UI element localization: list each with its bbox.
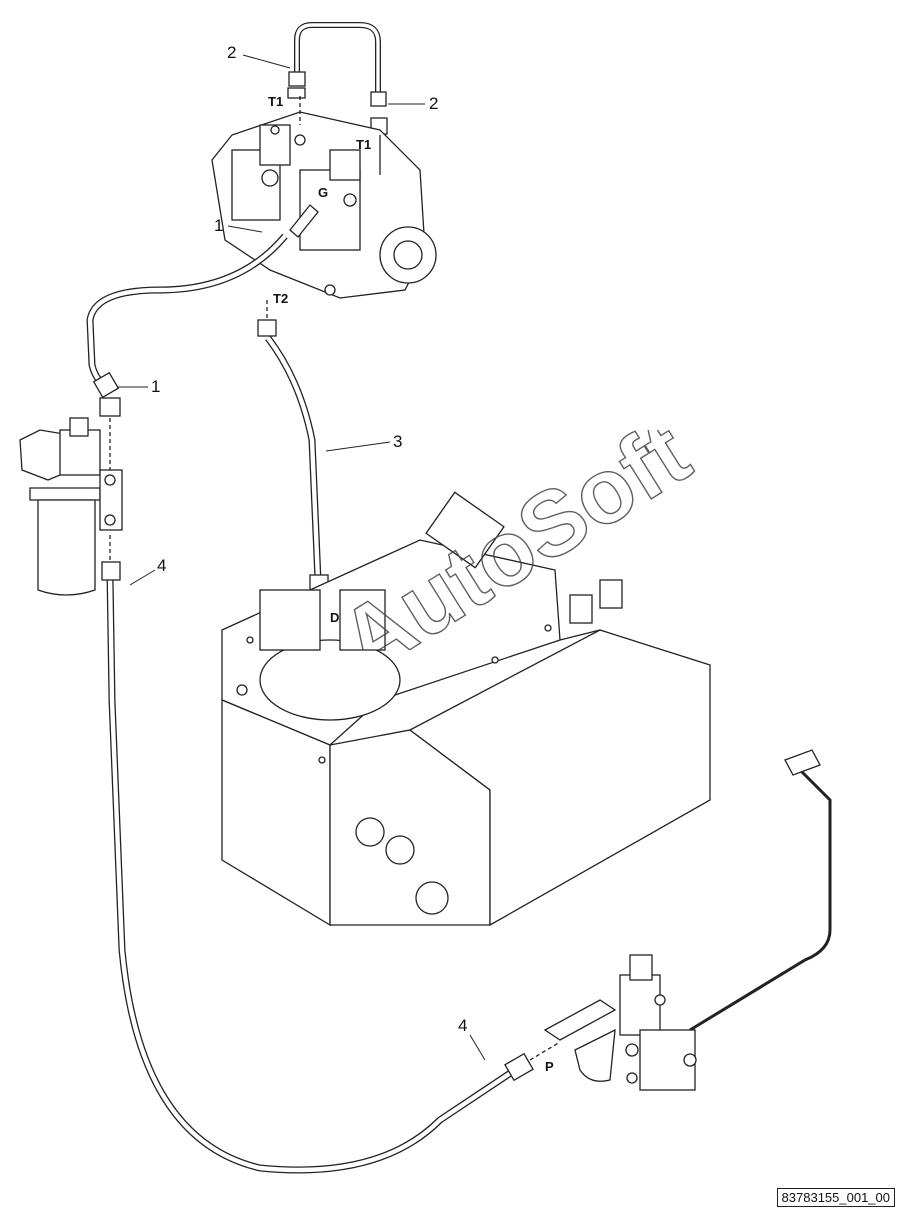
port-d: D xyxy=(330,610,340,625)
hydraulic-tank xyxy=(221,491,711,927)
callout-1-pump: 1 xyxy=(214,216,224,235)
callout-4-valve: 4 xyxy=(458,1016,468,1035)
watermark-text: AutoSoft xyxy=(323,430,706,650)
port-t2: T2 xyxy=(273,291,289,306)
return-line xyxy=(689,749,832,1032)
callout-1-filter: 1 xyxy=(151,377,161,396)
hose-1 xyxy=(86,233,288,470)
hose-4 xyxy=(101,561,561,1174)
port-t1-left: T1 xyxy=(268,94,284,109)
callout-2-upper-right: 2 xyxy=(429,94,439,113)
port-g: G xyxy=(318,185,329,200)
hose-2 xyxy=(287,22,388,135)
callout-3: 3 xyxy=(393,432,403,451)
callout-2-upper-left: 2 xyxy=(227,43,237,62)
leader-lines xyxy=(118,54,486,1061)
port-t1-right: T1 xyxy=(356,137,372,152)
watermark: AutoSoft xyxy=(322,430,707,650)
oil-filter xyxy=(19,417,123,596)
document-id: 83783155_001_00 xyxy=(776,1188,895,1207)
port-p: P xyxy=(545,1059,554,1074)
callout-4-filter: 4 xyxy=(157,556,167,575)
valve-block xyxy=(543,954,697,1091)
